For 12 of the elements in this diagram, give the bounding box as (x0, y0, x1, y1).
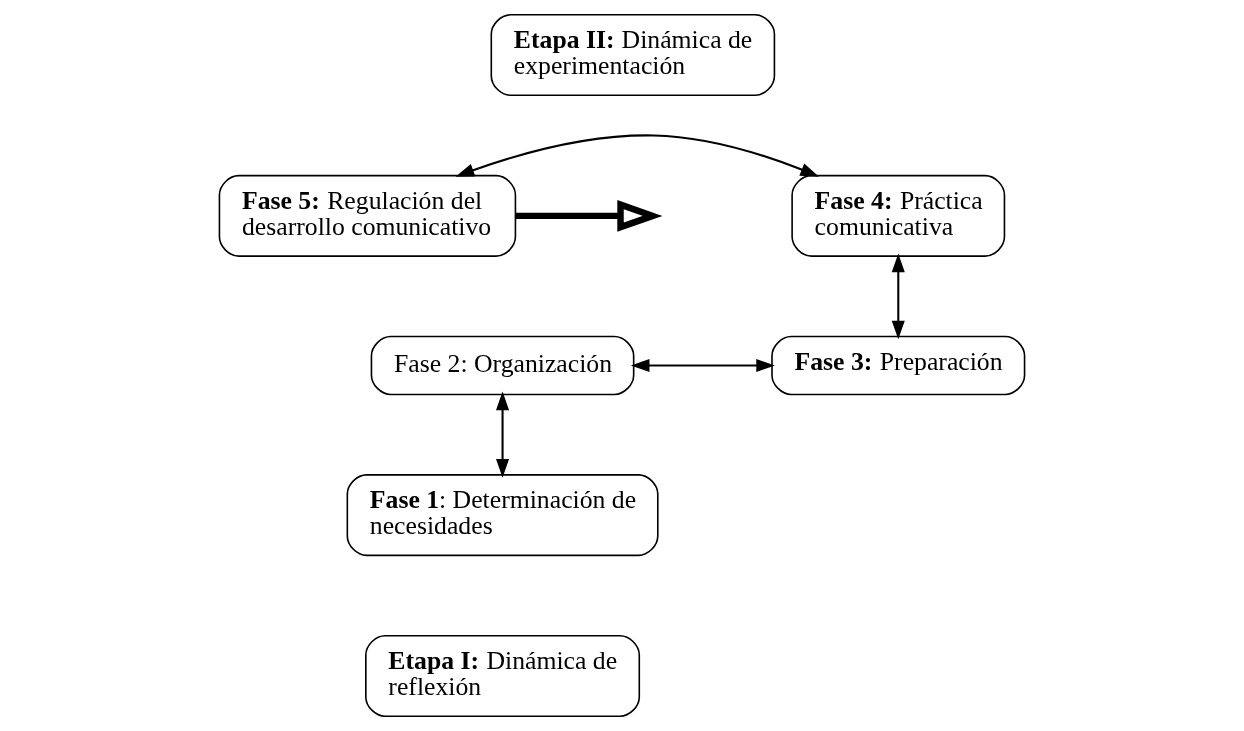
arrow (630, 358, 775, 373)
node-box: Fase 2: Organización (370, 335, 635, 396)
arrow (455, 134, 820, 177)
node-box: Fase 4: Práctica comunicativa (791, 174, 1006, 257)
arrow (496, 391, 510, 478)
node-box: Fase 5: Regulación del desarrollo comunicativo (218, 174, 517, 257)
node-box: Etapa I: Dinámica de reflexión (365, 634, 641, 717)
arrow (515, 200, 663, 232)
node-box: Fase 3: Preparación (771, 335, 1026, 396)
arrow (891, 253, 905, 340)
node-box: Fase 1: Determinación de necesidades (346, 474, 659, 557)
node-box: Etapa II: Dinámica de experimentación (490, 14, 776, 97)
